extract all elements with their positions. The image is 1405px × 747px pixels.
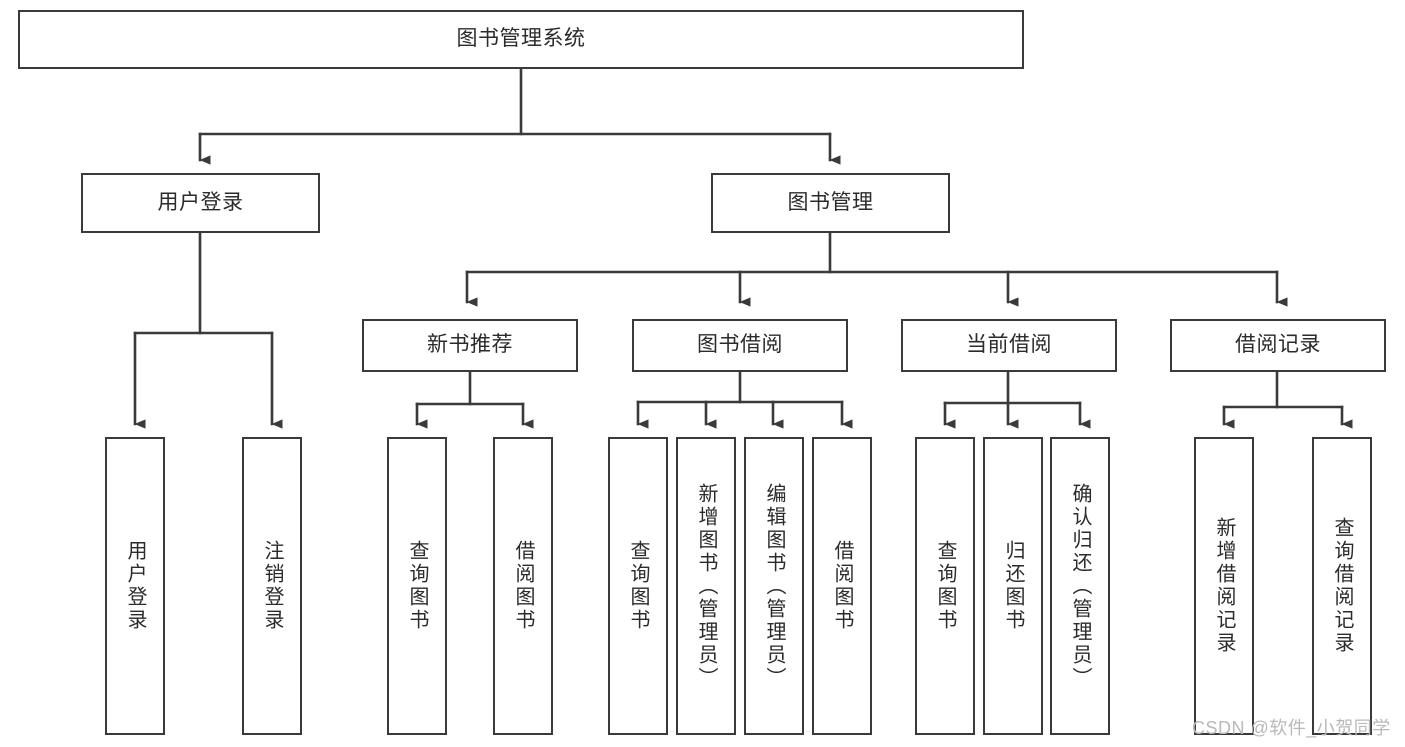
leaf-logout-login-label: 注销登录 <box>261 540 283 632</box>
leaf-query-book-current[interactable]: 查询图书 <box>915 437 975 735</box>
node-root-system-label: 图书管理系统 <box>456 27 586 51</box>
leaf-query-book-borrow[interactable]: 查询图书 <box>608 437 668 735</box>
node-current-borrow-label: 当前借阅 <box>966 333 1052 357</box>
node-borrow-record-label: 借阅记录 <box>1235 333 1321 357</box>
leaf-query-book-current-label: 查询图书 <box>934 540 956 632</box>
leaf-query-book-recommend-label: 查询图书 <box>406 540 428 632</box>
node-current-borrow[interactable]: 当前借阅 <box>901 319 1117 372</box>
node-borrow-record[interactable]: 借阅记录 <box>1170 319 1386 372</box>
node-book-management-label: 图书管理 <box>787 190 874 214</box>
leaf-logout-login[interactable]: 注销登录 <box>242 437 302 735</box>
csdn-watermark: CSDN @软件_小贺同学 <box>1192 718 1391 738</box>
leaf-add-book-admin-label: 新增图书（管理员） <box>695 482 717 690</box>
leaf-query-book-recommend[interactable]: 查询图书 <box>387 437 447 735</box>
leaf-add-borrow-record-label: 新增借阅记录 <box>1213 517 1235 655</box>
node-new-book-recommend-label: 新书推荐 <box>427 333 513 357</box>
leaf-confirm-return-admin[interactable]: 确认归还（管理员） <box>1050 437 1110 735</box>
node-user-login-label: 用户登录 <box>157 190 244 214</box>
leaf-confirm-return-admin-label: 确认归还（管理员） <box>1069 482 1091 690</box>
leaf-edit-book-admin-label: 编辑图书（管理员） <box>763 482 785 690</box>
leaf-edit-book-admin[interactable]: 编辑图书（管理员） <box>744 437 804 735</box>
leaf-query-book-borrow-label: 查询图书 <box>627 540 649 632</box>
leaf-borrow-book-recommend[interactable]: 借阅图书 <box>493 437 553 735</box>
leaf-user-login[interactable]: 用户登录 <box>105 437 165 735</box>
leaf-return-book[interactable]: 归还图书 <box>983 437 1043 735</box>
leaf-query-borrow-record[interactable]: 查询借阅记录 <box>1312 437 1372 735</box>
leaf-query-borrow-record-label: 查询借阅记录 <box>1331 517 1353 655</box>
leaf-user-login-label: 用户登录 <box>124 540 146 632</box>
node-book-borrow-label: 图书借阅 <box>697 333 783 357</box>
leaf-return-book-label: 归还图书 <box>1002 540 1024 632</box>
leaf-add-borrow-record[interactable]: 新增借阅记录 <box>1194 437 1254 735</box>
node-root-system[interactable]: 图书管理系统 <box>18 10 1024 69</box>
node-user-login[interactable]: 用户登录 <box>81 173 320 233</box>
node-book-management[interactable]: 图书管理 <box>711 173 950 233</box>
leaf-add-book-admin[interactable]: 新增图书（管理员） <box>676 437 736 735</box>
node-new-book-recommend[interactable]: 新书推荐 <box>362 319 578 372</box>
leaf-borrow-book-borrow-label: 借阅图书 <box>831 540 853 632</box>
leaf-borrow-book-recommend-label: 借阅图书 <box>512 540 534 632</box>
node-book-borrow[interactable]: 图书借阅 <box>632 319 848 372</box>
leaf-borrow-book-borrow[interactable]: 借阅图书 <box>812 437 872 735</box>
